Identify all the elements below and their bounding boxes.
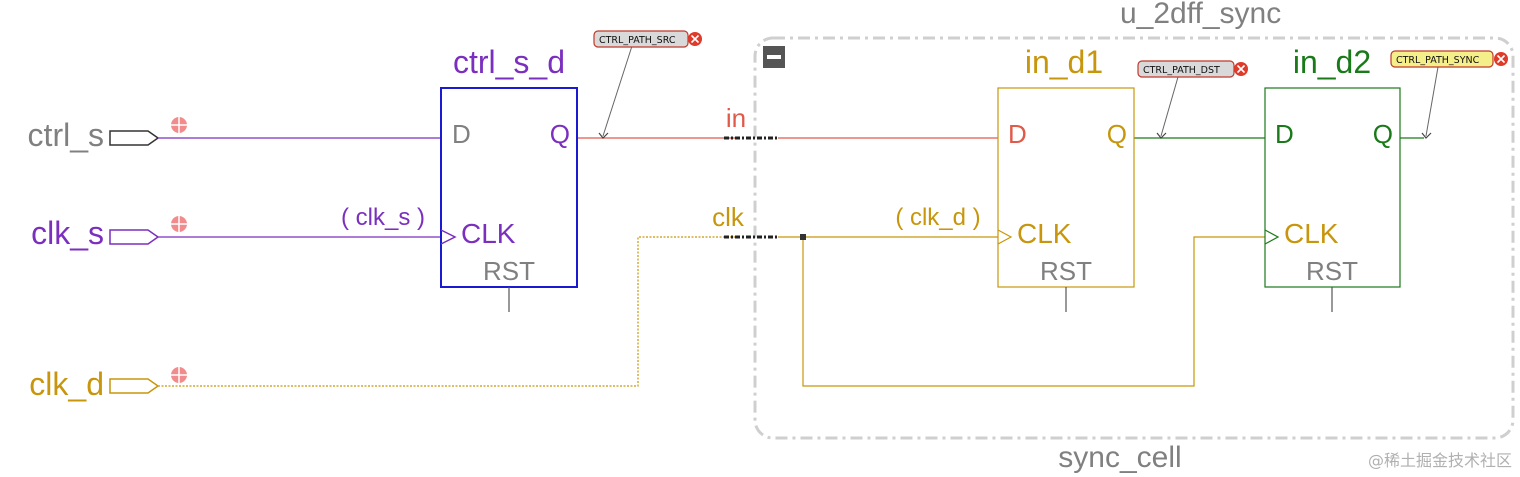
clock-edge-icon (997, 229, 1013, 245)
pin-d: D (452, 119, 471, 149)
pin-clk: CLK (1284, 218, 1339, 249)
cell-port-label: in (726, 103, 746, 133)
pin-q: Q (1373, 119, 1393, 149)
block-body[interactable] (1264, 87, 1401, 288)
block-in-d1[interactable]: in_d1 D Q CLK RST ( clk_d ) (895, 44, 1135, 312)
clock-net-label: ( clk_d ) (895, 204, 980, 231)
junction-dot (800, 234, 806, 240)
cell-port-in[interactable]: in (724, 103, 778, 140)
block-in-d2[interactable]: in_d2 D Q CLK RST (1264, 44, 1401, 312)
block-ctrl-s-d[interactable]: ctrl_s_d D Q CLK RST ( clk_s ) (341, 44, 578, 312)
block-title: in_d2 (1293, 44, 1371, 80)
block-body[interactable] (997, 87, 1135, 288)
block-title: in_d1 (1025, 44, 1103, 80)
pin-rst: RST (1040, 256, 1092, 286)
clock-net-label: ( clk_s ) (341, 204, 425, 231)
cell-instance-name: u_2dff_sync (1120, 0, 1281, 30)
input-port-arrow-icon[interactable] (109, 130, 160, 146)
pin-d: D (1008, 119, 1027, 149)
tag-label: CTRL_PATH_DST (1143, 65, 1220, 76)
tag-ctrl-path-sync[interactable]: CTRL_PATH_SYNC (1390, 50, 1508, 139)
port-label: clk_s (31, 215, 104, 251)
clock-edge-icon (440, 229, 457, 245)
pin-d: D (1275, 119, 1294, 149)
close-icon[interactable] (1494, 52, 1508, 66)
block-title: ctrl_s_d (453, 44, 565, 80)
input-port-arrow-icon[interactable] (109, 378, 160, 394)
port-clk-d[interactable]: clk_d (29, 366, 187, 402)
close-icon[interactable] (688, 32, 702, 46)
port-clk-s[interactable]: clk_s (31, 215, 187, 251)
tag-label: CTRL_PATH_SRC (599, 35, 676, 46)
pin-q: Q (550, 119, 570, 149)
clock-edge-icon (1264, 229, 1280, 245)
port-label: ctrl_s (28, 117, 104, 153)
tag-label: CTRL_PATH_SYNC (1396, 55, 1480, 66)
pin-rst: RST (1306, 256, 1358, 286)
pin-rst: RST (483, 256, 535, 286)
cell-port-clk[interactable]: clk (712, 202, 778, 239)
net-clk-branch[interactable] (802, 236, 1266, 387)
watermark: @稀土掘金技术社区 (1368, 451, 1512, 470)
cell-type-name: sync_cell (1058, 441, 1181, 474)
port-label: clk_d (29, 366, 104, 402)
pin-q: Q (1107, 119, 1127, 149)
crosshair-icon[interactable] (171, 117, 187, 133)
input-port-arrow-icon[interactable] (109, 229, 160, 245)
port-ctrl-s[interactable]: ctrl_s (28, 117, 187, 153)
collapse-button[interactable] (763, 46, 785, 68)
tag-ctrl-path-dst[interactable]: CTRL_PATH_DST (1137, 60, 1248, 139)
cell-port-label: clk (712, 202, 745, 232)
close-icon[interactable] (1234, 62, 1248, 76)
pin-clk: CLK (1017, 218, 1072, 249)
net-clk-d[interactable] (158, 236, 740, 387)
sync-cell-boundary[interactable] (753, 36, 1515, 440)
crosshair-icon[interactable] (171, 216, 187, 232)
tag-ctrl-path-src[interactable]: CTRL_PATH_SRC (593, 30, 702, 139)
crosshair-icon[interactable] (171, 367, 187, 383)
pin-clk: CLK (461, 218, 516, 249)
